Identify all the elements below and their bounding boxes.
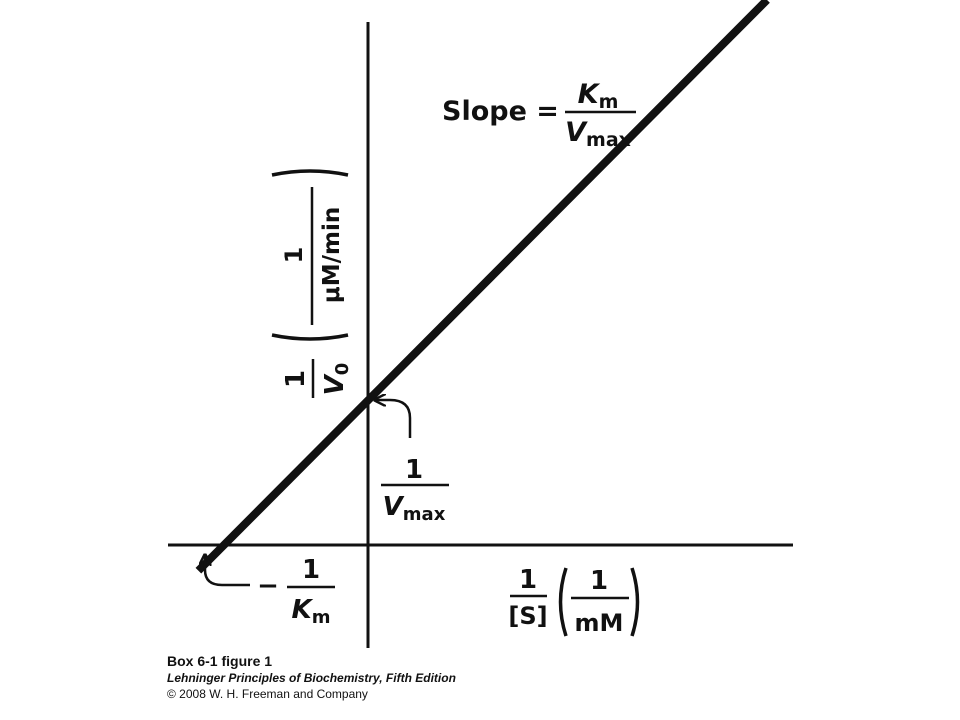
figure-caption-book: Lehninger Principles of Biochemistry, Fi… <box>167 671 456 685</box>
x-intercept-label: − 1 Km <box>205 555 335 628</box>
y-axis-label: 1 V0 1 μM/min <box>271 169 353 398</box>
slope-prefix: Slope = <box>442 96 559 127</box>
x-intercept-numerator: 1 <box>302 555 320 585</box>
y-label-denominator: V0 <box>320 363 353 396</box>
y-label-unit-denominator: μM/min <box>319 207 345 303</box>
slope-label: Slope = Km Vmax <box>442 79 636 151</box>
series-line <box>195 0 770 574</box>
y-intercept-arrow <box>376 400 412 438</box>
x-intercept-denominator: Km <box>292 595 331 628</box>
x-label-denominator: [S] <box>508 602 547 630</box>
y-label-close-paren <box>271 169 349 177</box>
figure-caption-title: Box 6-1 figure 1 <box>167 653 273 669</box>
x-intercept-sign: − <box>257 571 279 601</box>
x-axis-label: 1 [S] 1 mM <box>508 565 640 637</box>
x-label-unit-denominator: mM <box>575 609 624 637</box>
y-label-open-paren <box>271 333 349 341</box>
x-intercept-arrow <box>205 556 250 587</box>
x-label-open-paren <box>558 567 568 637</box>
x-label-numerator: 1 <box>519 565 537 595</box>
slope-denominator: Vmax <box>565 117 631 151</box>
y-label-unit-numerator: 1 <box>280 247 308 264</box>
x-label-close-paren <box>630 567 640 637</box>
y-intercept-denominator: Vmax <box>383 492 446 525</box>
slope-numerator: Km <box>578 79 619 113</box>
figure-caption-copyright: © 2008 W. H. Freeman and Company <box>167 687 368 701</box>
x-label-unit-numerator: 1 <box>590 566 608 596</box>
y-label-numerator: 1 <box>281 370 311 388</box>
y-intercept-label: 1 Vmax <box>376 400 449 525</box>
y-intercept-numerator: 1 <box>405 455 423 485</box>
